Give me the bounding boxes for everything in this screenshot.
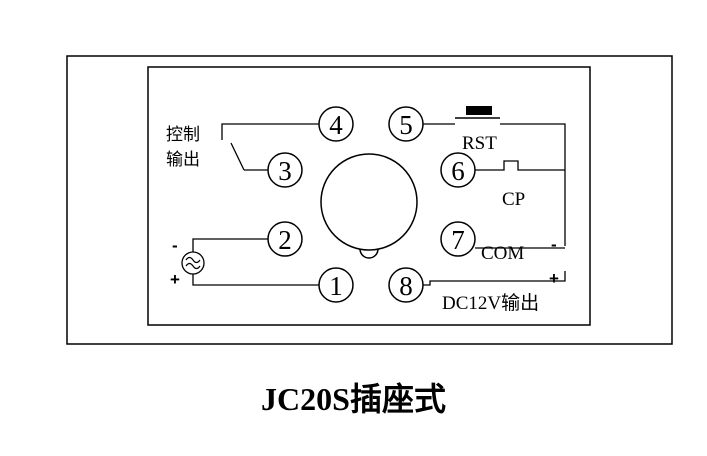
control-label-line1: 控制 [166,125,200,145]
svg-text:8: 8 [399,271,413,301]
ac-source-icon [181,251,205,275]
rst-label: RST [462,133,497,154]
svg-text:6: 6 [451,156,465,186]
pin-4: 4 [318,106,354,142]
right-side-wiring [423,123,566,286]
diagram-caption: JC20S插座式 [261,381,446,417]
rst-button-icon [455,106,500,119]
inner-frame [147,66,591,326]
svg-text:4: 4 [329,110,343,140]
pin-2: 2 [267,221,303,257]
output-plus-sign: + [549,269,559,288]
svg-text:1: 1 [329,271,343,301]
pin-1: 1 [318,267,354,303]
svg-text:5: 5 [399,110,413,140]
svg-text:3: 3 [278,156,292,186]
output-minus-sign: - [551,235,557,254]
pin-6: 6 [440,152,476,188]
power-minus-sign: - [172,236,178,255]
control-contact-wiring [221,123,319,171]
svg-text:7: 7 [451,225,465,255]
outer-frame [66,55,673,345]
pin-3: 3 [267,152,303,188]
socket-body [320,153,418,251]
control-label-line2: 输出 [166,150,200,170]
socket-key-notch [359,248,379,259]
pin-7: 7 [440,221,476,257]
com-label: COM [481,243,524,264]
dc-output-label: DC12V输出 [442,292,539,314]
power-input-wiring [192,238,319,286]
pin-8: 8 [388,267,424,303]
power-plus-sign: + [170,270,180,289]
svg-text:2: 2 [278,225,292,255]
cp-label: CP [502,189,525,210]
pin-5: 5 [388,106,424,142]
